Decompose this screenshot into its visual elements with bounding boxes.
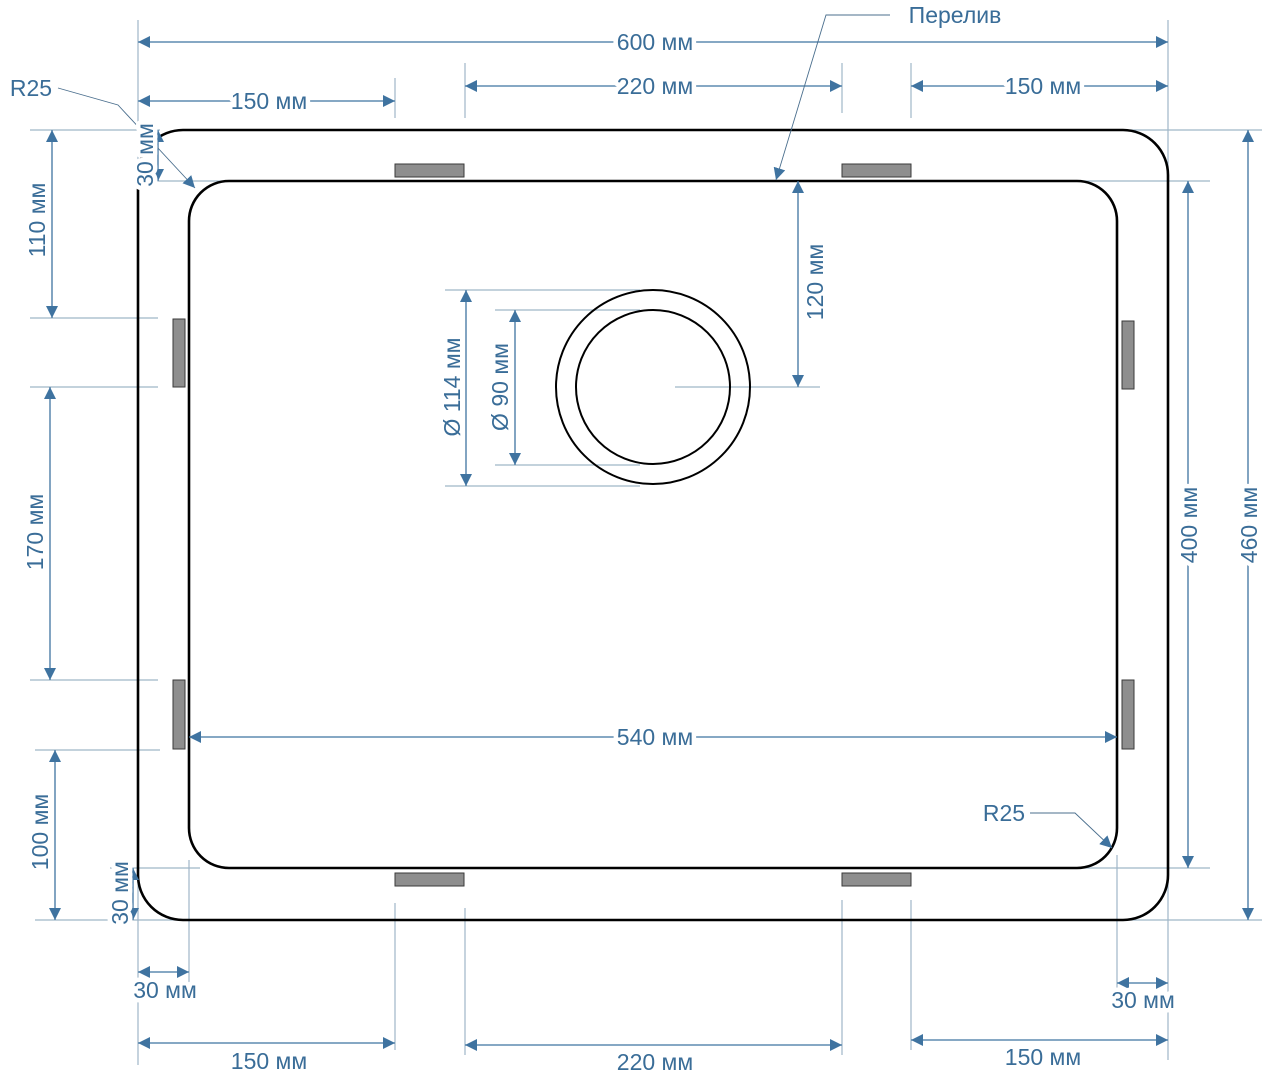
drain-inner-diameter-label: Ø 90 мм	[487, 343, 513, 431]
top-right-offset-label: 150 мм	[1005, 73, 1081, 99]
dimension-lines	[44, 36, 1254, 1051]
top-left-offset-label: 150 мм	[231, 88, 307, 114]
sink-bowl-outline	[187, 179, 1119, 870]
top-center-span-label: 220 мм	[617, 73, 693, 99]
radius-leader-top	[57, 87, 196, 189]
drain-outer-circle	[555, 289, 751, 485]
drain-outer-diameter-label: Ø 114 мм	[439, 338, 465, 437]
left-110-label: 110 мм	[24, 183, 50, 258]
rim-top-label: 30 мм	[132, 123, 158, 187]
mounting-clips	[172, 163, 1135, 887]
rim-bottom-vertical-label: 30 мм	[107, 861, 133, 925]
left-170-label: 170 мм	[22, 494, 48, 570]
inner-width-label: 540 мм	[617, 724, 693, 750]
bottom-left-offset-label: 150 мм	[231, 1048, 307, 1074]
rim-right-label: 30 мм	[1111, 987, 1175, 1013]
drain-offset-label: 120 мм	[802, 244, 828, 320]
corner-radius-bottom-label: R25	[983, 800, 1025, 826]
outer-width-label: 600 мм	[617, 29, 693, 55]
drain-inner-circle	[575, 309, 731, 465]
sink-outer-outline	[136, 128, 1170, 922]
bottom-right-offset-label: 150 мм	[1005, 1044, 1081, 1070]
overflow-label: Перелив	[909, 2, 1002, 28]
overflow-leader	[773, 14, 890, 181]
outer-depth-label: 460 мм	[1236, 487, 1262, 563]
bottom-center-span-label: 220 мм	[617, 1049, 693, 1075]
inner-depth-label: 400 мм	[1176, 487, 1202, 563]
radius-leader-bottom	[1030, 812, 1113, 849]
corner-radius-top-label: R25	[10, 75, 52, 101]
extension-lines	[30, 20, 1262, 1065]
left-100-label: 100 мм	[27, 794, 53, 870]
rim-left-label: 30 мм	[133, 977, 197, 1003]
